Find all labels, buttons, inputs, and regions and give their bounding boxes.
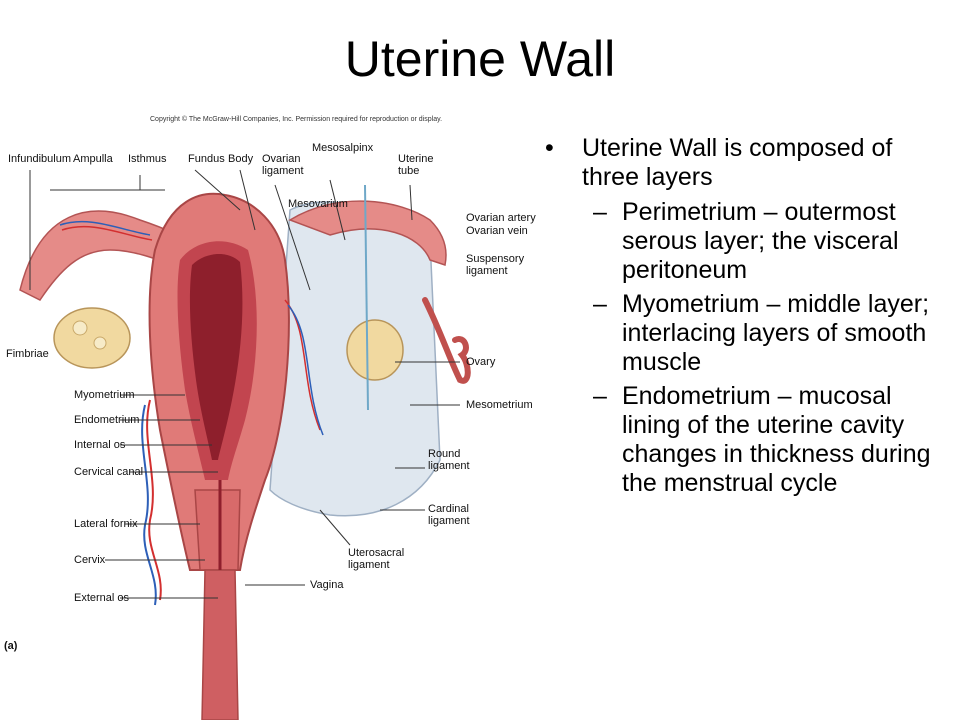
label-vagina: Vagina xyxy=(310,579,344,591)
label-lateral-fornix: Lateral fornix xyxy=(74,518,138,530)
ovary-right xyxy=(346,319,404,381)
slide-title: Uterine Wall xyxy=(344,31,616,87)
label-endometrium: Endometrium xyxy=(74,414,140,426)
label-cervical-canal: Cervical canal xyxy=(74,466,144,478)
dash-marker: – xyxy=(593,382,607,410)
vagina xyxy=(201,569,239,720)
figure-panel-label: (a) xyxy=(4,640,18,652)
vein xyxy=(141,404,157,606)
label-ovarian-vein: Ovarian vein xyxy=(466,225,528,237)
artery xyxy=(146,399,162,601)
bullet-main: • Uterine Wall is composed of three laye… xyxy=(545,134,950,192)
bullet-list: • Uterine Wall is composed of three laye… xyxy=(545,134,950,503)
label-ampulla: Ampulla xyxy=(73,153,113,165)
label-mesovarium: Mesovarium xyxy=(288,198,348,210)
uterine-tube-right xyxy=(288,200,447,266)
label-infundibulum: Infundibulum xyxy=(8,153,71,165)
fimbriae-right xyxy=(422,297,471,384)
uterus-illustration xyxy=(19,169,471,720)
dash-marker: – xyxy=(593,198,607,226)
label-ovarian-artery: Ovarian artery xyxy=(466,212,536,224)
label-cervix: Cervix xyxy=(74,554,106,566)
sub-bullet-endometrium: – Endometrium – mucosal lining of the ut… xyxy=(545,382,950,498)
label-fundus: Fundus xyxy=(188,153,225,165)
bullet-marker: • xyxy=(545,134,554,162)
label-body: Body xyxy=(228,153,254,165)
sub-bullet-text: Endometrium – mucosal lining of the uter… xyxy=(622,382,931,497)
copyright-notice: Copyright © The McGraw-Hill Companies, I… xyxy=(150,116,443,123)
label-mesometrium: Mesometrium xyxy=(466,399,533,411)
ovary-left xyxy=(53,307,131,369)
sub-bullet-myometrium: – Myometrium – middle layer; interlacing… xyxy=(545,290,950,377)
sub-bullet-text: Myometrium – middle layer; interlacing l… xyxy=(622,290,930,376)
bullet-main-text: Uterine Wall is composed of three layers xyxy=(582,134,893,191)
sub-bullet-text: Perimetrium – outermost serous layer; th… xyxy=(622,198,899,284)
label-fimbriae: Fimbriae xyxy=(6,348,49,360)
label-internal-os: Internal os xyxy=(74,439,126,451)
uterine-cavity xyxy=(189,254,243,460)
uterus-anatomy-figure: Infundibulum Ampulla Isthmus Fundus Body… xyxy=(0,100,536,720)
label-ovary: Ovary xyxy=(466,356,496,368)
sub-bullet-perimetrium: – Perimetrium – outermost serous layer; … xyxy=(545,198,950,285)
label-external-os: External os xyxy=(74,592,130,604)
cervix xyxy=(194,489,241,571)
dash-marker: – xyxy=(593,290,607,318)
label-myometrium: Myometrium xyxy=(74,389,135,401)
label-mesosalpinx: Mesosalpinx xyxy=(312,142,374,154)
label-isthmus: Isthmus xyxy=(128,153,167,165)
